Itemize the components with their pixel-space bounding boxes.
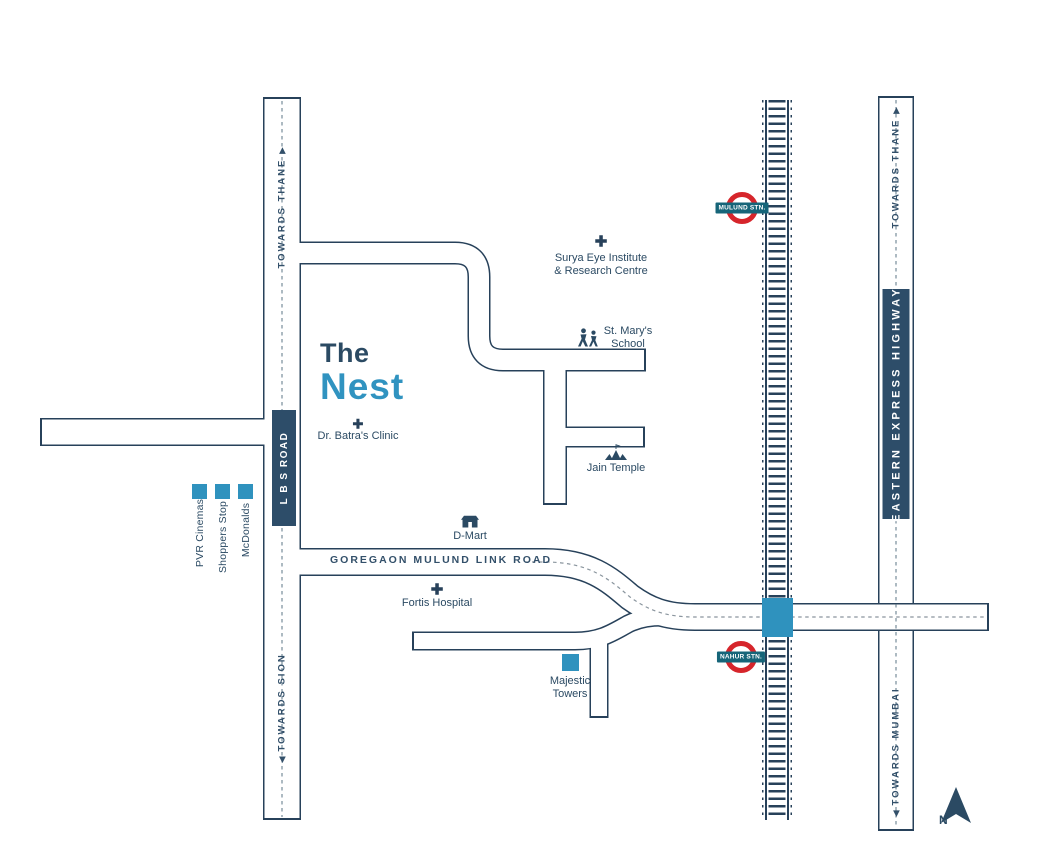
shoppers-stop-marker <box>215 484 230 499</box>
eeh-towards-mumbai-text: TOWARDS MUMBAI <box>890 687 902 806</box>
jain-temple-label: Jain Temple <box>586 462 646 474</box>
dr-batras-clinic-label: Dr. Batra's Clinic <box>317 430 399 442</box>
mcdonalds-label: McDonalds <box>240 502 252 558</box>
shoppers-stop-label: Shoppers Stop <box>217 500 229 574</box>
dmart-label: D-Mart <box>453 530 487 542</box>
nahur-station-label: NAHUR STN. <box>716 651 766 663</box>
project-logo: The Nest <box>320 338 405 407</box>
eeh-towards-mumbai-label: ◀ TOWARDS MUMBAI <box>891 687 902 816</box>
eeh-towards-thane-text: TOWARDS THANE <box>890 118 902 229</box>
nahur-station: NAHUR STN. <box>716 641 766 673</box>
hospital-cross-icon: ✚ <box>594 233 608 251</box>
mulund-station-label: MULUND STN. <box>715 202 769 214</box>
eeh-towards-thane-label: TOWARDS THANE ▶ <box>891 108 902 229</box>
surya-eye-institute-label: Surya Eye Institute & Research Centre <box>554 252 648 277</box>
fortis-hospital-label: Fortis Hospital <box>401 597 473 609</box>
pvr-cinemas-marker <box>192 484 207 499</box>
mulund-station: MULUND STN. <box>715 192 769 224</box>
project-logo-line1: The <box>320 338 370 368</box>
project-logo-line2: Nest <box>320 366 405 407</box>
temple-icon <box>605 444 627 460</box>
pvr-cinemas-label: PVR Cinemas <box>194 498 206 568</box>
up-arrow-icon: ▶ <box>277 147 287 154</box>
road-fills <box>42 99 987 818</box>
railway-line <box>762 100 792 820</box>
hospital-cross-icon: ✚ <box>430 581 444 599</box>
down-arrow-icon: ◀ <box>891 810 901 817</box>
lbs-towards-thane-label: TOWARDS THANE ▶ <box>277 148 288 269</box>
north-arrow-icon <box>941 787 971 823</box>
lbs-towards-sion-label: ◀ TOWARDS SION <box>277 653 288 762</box>
compass-north-label: N <box>939 813 948 827</box>
store-icon <box>461 515 479 528</box>
school-children-icon <box>578 328 598 347</box>
rail-overbridge <box>762 598 793 637</box>
lbs-towards-sion-text: TOWARDS SION <box>276 653 288 752</box>
st-marys-school-label: St. Mary's School <box>603 325 653 350</box>
up-arrow-icon: ▶ <box>891 107 901 114</box>
lbs-road-badge: L B S ROAD <box>272 410 296 526</box>
majestic-towers-label: Majestic Towers <box>549 675 591 700</box>
clinic-cross-icon: ✚ <box>352 416 364 432</box>
down-arrow-icon: ◀ <box>277 756 287 763</box>
road-casings <box>40 97 989 820</box>
mcdonalds-marker <box>238 484 253 499</box>
eeh-road-badge: EASTERN EXPRESS HIGHWAY <box>882 286 910 522</box>
lbs-towards-thane-text: TOWARDS THANE <box>276 158 288 269</box>
gmlr-centerline <box>525 561 984 618</box>
gmlr-road-label: GOREGAON MULUND LINK ROAD <box>330 554 553 566</box>
majestic-towers-marker <box>562 654 579 671</box>
